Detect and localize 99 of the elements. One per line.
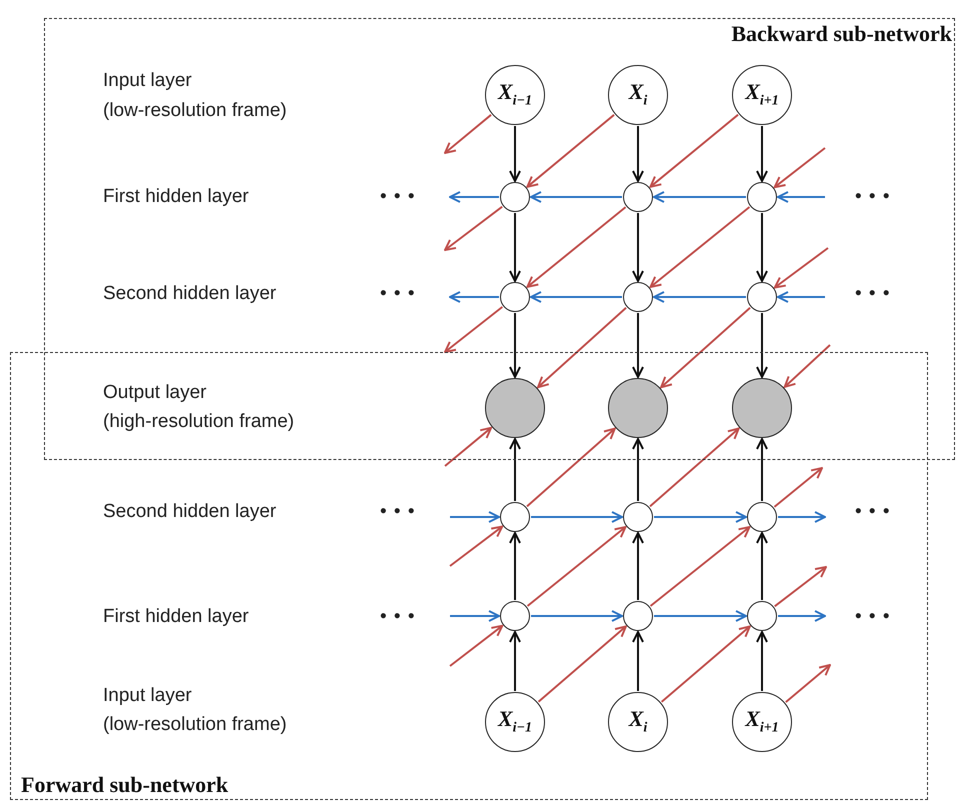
arrow <box>756 213 768 282</box>
layer-label: Second hidden layer <box>103 282 276 305</box>
arrow <box>653 291 746 303</box>
neuron-circle <box>747 601 777 631</box>
ellipsis: • • • <box>855 500 891 523</box>
arrow <box>653 191 746 203</box>
arrow <box>777 191 825 203</box>
frame-symbol: X$_{i−1}$ <box>498 708 532 736</box>
frame-symbol: X$_{i}$ <box>628 81 648 109</box>
layer-label: (low-resolution frame) <box>103 713 287 736</box>
ellipsis: • • • <box>855 605 891 628</box>
arrow <box>509 313 521 378</box>
arrow <box>531 511 623 523</box>
arrow <box>756 532 768 600</box>
arrow <box>785 664 831 703</box>
arrow <box>509 126 521 182</box>
arrow <box>530 191 622 203</box>
arrow <box>526 114 615 188</box>
arrow <box>444 206 503 251</box>
arrow <box>531 610 623 622</box>
neuron-circle <box>500 502 530 532</box>
arrow <box>756 126 768 182</box>
neuron-circle <box>623 502 653 532</box>
neuron-circle <box>500 282 530 312</box>
arrow <box>632 631 644 691</box>
arrow <box>449 291 499 303</box>
ellipsis: • • • <box>380 500 416 523</box>
arrow <box>777 291 825 303</box>
neuron-circle <box>623 182 653 212</box>
arrow <box>654 610 747 622</box>
arrow <box>450 610 500 622</box>
frame-symbol: X$_{i+1}$ <box>745 81 779 109</box>
layer-label: Second hidden layer <box>103 500 276 523</box>
arrow <box>526 206 626 288</box>
neuron-circle <box>623 282 653 312</box>
arrow <box>509 631 521 691</box>
arrow <box>449 624 504 667</box>
arrow <box>774 566 827 608</box>
ellipsis: • • • <box>380 185 416 208</box>
arrow <box>444 306 504 353</box>
arrow <box>538 625 627 703</box>
arrow <box>654 511 747 523</box>
frame-symbol: X$_{i}$ <box>628 708 648 736</box>
arrow <box>660 306 751 388</box>
arrow <box>632 213 644 282</box>
arrow <box>632 126 644 182</box>
ellipsis: • • • <box>380 282 416 305</box>
layer-label: First hidden layer <box>103 185 249 208</box>
layer-label: Output layer <box>103 381 206 404</box>
neuron-circle <box>747 502 777 532</box>
arrow <box>774 467 823 508</box>
arrow <box>774 147 826 188</box>
arrow <box>649 114 739 188</box>
arrow <box>526 428 616 508</box>
arrow <box>756 631 768 691</box>
arrow <box>778 610 826 622</box>
frame-symbol: X$_{i−1}$ <box>498 81 532 109</box>
neuron-circle <box>500 601 530 631</box>
arrow <box>650 526 750 607</box>
arrow <box>537 306 627 388</box>
arrow <box>660 625 751 703</box>
neuron-circle <box>747 282 777 312</box>
region-title: Forward sub-network <box>21 772 228 798</box>
arrow <box>449 526 504 567</box>
arrow <box>449 191 499 203</box>
ellipsis: • • • <box>855 185 891 208</box>
arrow <box>444 426 492 467</box>
arrow <box>509 532 521 600</box>
arrow <box>778 511 826 523</box>
arrow <box>650 206 750 288</box>
arrow <box>632 438 644 501</box>
layer-label: First hidden layer <box>103 605 249 628</box>
neuron-circle <box>485 378 545 438</box>
arrow <box>526 526 626 607</box>
arrow <box>509 213 521 282</box>
ellipsis: • • • <box>855 282 891 305</box>
arrow <box>784 344 831 388</box>
neuron-circle <box>500 182 530 212</box>
arrow <box>632 532 644 600</box>
arrow <box>444 114 492 154</box>
arrow <box>509 438 521 501</box>
neuron-circle <box>732 378 792 438</box>
ellipsis: • • • <box>380 605 416 628</box>
arrow <box>530 291 622 303</box>
arrow <box>649 428 740 508</box>
arrow <box>756 313 768 378</box>
layer-label: Input layer <box>103 69 192 92</box>
region-title: Backward sub-network <box>731 21 952 47</box>
layer-label: (high-resolution frame) <box>103 410 294 433</box>
arrow <box>756 438 768 501</box>
frame-symbol: X$_{i+1}$ <box>745 708 779 736</box>
neuron-circle <box>608 378 668 438</box>
arrow <box>450 511 500 523</box>
arrow <box>632 313 644 378</box>
neuron-circle <box>747 182 777 212</box>
layer-label: Input layer <box>103 684 192 707</box>
neuron-circle <box>623 601 653 631</box>
layer-label: (low-resolution frame) <box>103 99 287 122</box>
arrow <box>774 247 829 288</box>
